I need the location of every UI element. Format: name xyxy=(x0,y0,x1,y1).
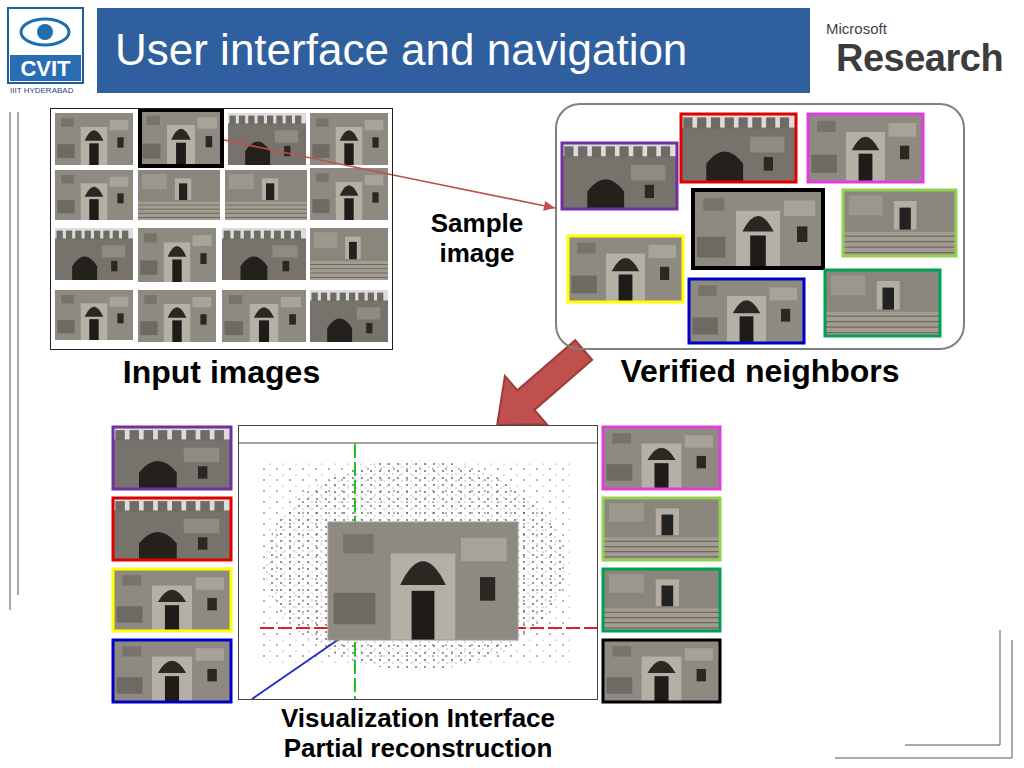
illustration-use xyxy=(140,110,222,166)
illustration-use xyxy=(55,170,133,220)
panel-caption: Visualization Interface xyxy=(281,703,555,733)
illustration-use xyxy=(808,114,923,182)
illustration-rect xyxy=(825,270,940,336)
illustration-use xyxy=(310,290,388,342)
input-image-grid xyxy=(55,110,393,342)
illustration-use xyxy=(55,113,133,165)
illustration-rect xyxy=(603,640,720,702)
illustration-line xyxy=(10,112,11,610)
neighbor-thumbnails xyxy=(562,114,956,343)
illustration-use xyxy=(562,143,677,209)
illustration-use xyxy=(113,569,231,631)
illustration-line xyxy=(224,140,393,175)
illustration-use xyxy=(113,498,231,560)
illustration-rect xyxy=(843,190,956,256)
pointer-arrow xyxy=(393,175,555,211)
title-bar xyxy=(97,8,810,93)
illustration-use xyxy=(55,290,133,340)
block-arrow xyxy=(497,340,592,425)
illustration-use xyxy=(825,270,940,336)
illustration-rect xyxy=(808,114,923,182)
illustration-use xyxy=(138,228,216,282)
illustration-use xyxy=(603,640,720,702)
illustration-circle xyxy=(37,24,53,40)
illustration-rect xyxy=(10,55,81,81)
arrow-head xyxy=(543,201,555,211)
illustration-line xyxy=(238,443,598,444)
illustration-use xyxy=(310,113,388,165)
side-thumbnails xyxy=(113,427,720,702)
illustration-use xyxy=(138,290,216,342)
illustration-rect xyxy=(262,460,572,665)
illustration-rect xyxy=(568,236,683,302)
block-arrow-shape xyxy=(497,340,592,425)
illustration-use xyxy=(113,427,231,489)
neighbors-panel: Verified neighbors xyxy=(555,103,965,350)
slide-frame-lines xyxy=(10,112,1012,758)
illustration-rect xyxy=(603,427,720,489)
illustration-use xyxy=(138,170,220,220)
logo-subtitle: IIIT HYDERABAD xyxy=(10,86,73,96)
illustration-use xyxy=(113,640,231,702)
illustration-rect xyxy=(113,427,231,489)
illustration-use xyxy=(55,228,133,280)
illustration-rect xyxy=(681,114,796,182)
illustration-use xyxy=(568,236,683,302)
illustration-use xyxy=(328,522,518,640)
illustration-line xyxy=(835,758,1012,759)
illustration-use xyxy=(225,170,307,220)
illustration-use xyxy=(693,190,823,268)
illustration-line xyxy=(905,745,1000,746)
illustration-rect xyxy=(113,640,231,702)
illustration-line xyxy=(1000,630,1001,745)
illustration-rect xyxy=(113,498,231,560)
panel-heading: Verified neighbors xyxy=(620,352,899,390)
arrow-line xyxy=(393,175,555,208)
illustration-use xyxy=(689,279,804,343)
logo-text: CVIT xyxy=(12,56,79,82)
illustration-rect xyxy=(328,522,518,640)
illustration-rect xyxy=(562,143,677,209)
illustration-use xyxy=(603,569,720,631)
illustration-rect xyxy=(689,279,804,343)
illustration-use xyxy=(603,427,720,489)
illustration-use xyxy=(222,290,306,342)
panel-caption: Partial reconstruction xyxy=(284,733,553,763)
illustration-use xyxy=(310,168,388,220)
panel-heading: Input images xyxy=(123,353,320,391)
illustration-rect xyxy=(603,498,720,560)
slide-title: User interface and navigation xyxy=(115,24,687,76)
illustration-rect xyxy=(603,569,720,631)
illustration-use xyxy=(843,190,956,256)
illustration-line xyxy=(18,112,19,595)
illustration-rect xyxy=(140,110,222,166)
illustration-use xyxy=(228,113,306,165)
visualization-panel: Visualization InterfacePartial reconstru… xyxy=(238,425,598,700)
illustration-line xyxy=(1012,640,1013,758)
illustration-ellipse xyxy=(21,19,69,45)
reconstruction-view xyxy=(238,443,598,699)
illustration-rect xyxy=(8,8,83,83)
illustration-use xyxy=(603,498,720,560)
arrow-label: Sample image xyxy=(412,208,542,268)
illustration-use xyxy=(222,228,306,280)
illustration-rect xyxy=(113,569,231,631)
illustration-use xyxy=(310,228,388,280)
cvit-logo xyxy=(8,8,83,83)
illustration-use xyxy=(681,114,796,182)
image-panel: Input images xyxy=(50,108,393,350)
illustration-rect xyxy=(693,190,823,268)
brand-text: Research xyxy=(836,36,1003,80)
brand-text: Microsoft xyxy=(826,20,887,38)
